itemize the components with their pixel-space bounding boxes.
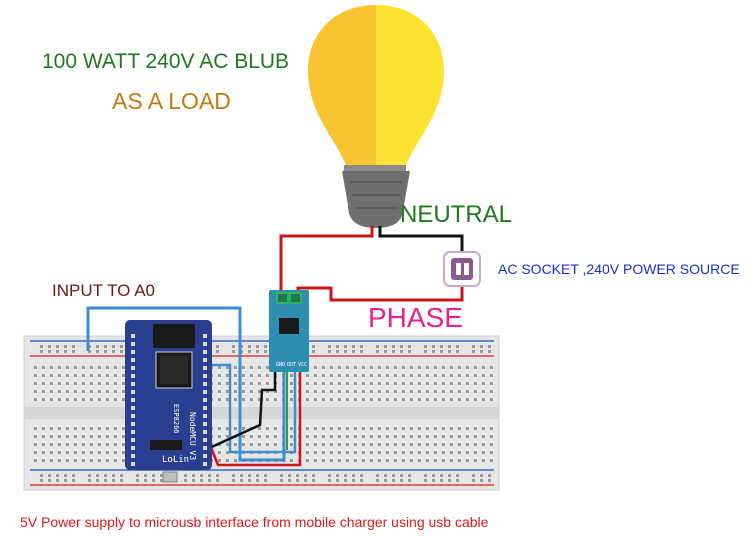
pin-vcc-label: VCC bbox=[298, 362, 307, 368]
pin-out-label: OUT bbox=[287, 362, 296, 368]
input-label: INPUT TO A0 bbox=[52, 281, 155, 300]
pin-gnd-label: GND bbox=[276, 362, 285, 368]
ac-socket bbox=[443, 251, 481, 287]
wires bbox=[86, 226, 464, 467]
nodemcu-board: NodeMCU V3 ESP8266 LoLin bbox=[125, 320, 212, 483]
light-bulb bbox=[308, 5, 444, 228]
power-note: 5V Power supply to microusb interface fr… bbox=[20, 514, 489, 530]
board-vendor: LoLin bbox=[162, 455, 189, 465]
board-name: NodeMCU V3 bbox=[188, 412, 197, 460]
neutral-label: NEUTRAL bbox=[400, 201, 513, 228]
chip-name: ESP8266 bbox=[172, 404, 180, 434]
current-sensor: GND OUT VCC bbox=[269, 290, 309, 372]
bulb-title: 100 WATT 240V AC BLUB bbox=[42, 50, 290, 73]
phase-label: PHASE bbox=[368, 302, 463, 333]
board-pins bbox=[131, 334, 207, 466]
bulb-subtitle: AS A LOAD bbox=[112, 88, 231, 114]
ac-socket-label: AC SOCKET ,240V POWER SOURCE bbox=[498, 261, 740, 277]
